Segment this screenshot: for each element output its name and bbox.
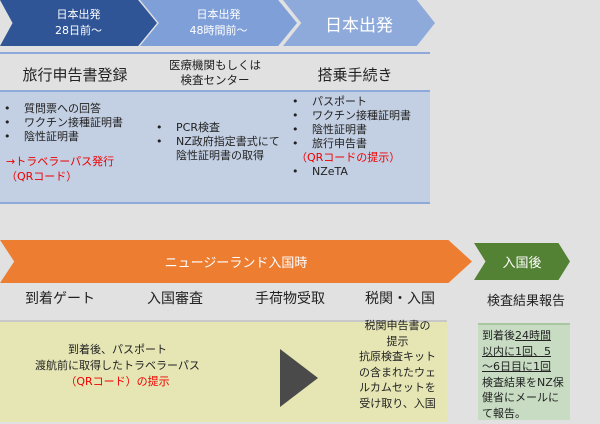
step-customs: 税関・入国 [365, 291, 435, 307]
list-item: 旅行申告書 [288, 137, 413, 151]
list-item: NZeTA [288, 165, 413, 179]
qr-presentation: （QRコード）の提示 [65, 375, 170, 388]
step-arrival-gate: 到着ゲート [25, 291, 95, 307]
departure-panel: 質問票への回答ワクチン接種証明書陰性証明書 →トラベラーパス発行 （QRコード）… [0, 90, 430, 204]
after-arrival-banner: 入国後 [474, 243, 570, 280]
step-baggage: 手荷物受取 [255, 291, 325, 307]
arrival-panel: 到着後、パスポート 渡航前に取得したトラベラーパス （QRコード）の提示 税関申… [0, 318, 447, 422]
text-underlined: ～6日目に1回 [482, 360, 551, 373]
travellers-pass-note: →トラベラーパス発行 [6, 155, 115, 168]
heading-medical: 医療機関もしくは検査センター [150, 58, 280, 88]
after-arrival-panel: 到着後24時間以内に1回、5 ～6日目に1回検査結果をNZ保健省にメールにて報告。 [478, 323, 570, 420]
heading-boarding: 搭乗手続き [317, 66, 393, 84]
step-label: 日本出発 [56, 8, 101, 21]
step-48-hours-before: 日本出発 48時間前～ [140, 0, 297, 46]
text-line: 抗原検査キット [359, 350, 436, 363]
text-underlined: 24時間 [515, 329, 551, 342]
qr-note: （QRコード） [6, 170, 78, 183]
list-item: 陰性証明書 [0, 130, 145, 144]
list-item: ワクチン接種証明書 [0, 116, 145, 130]
text-line: の含まれたウェ [359, 365, 436, 379]
text-line: 提示 [386, 334, 409, 348]
step-28-days-before: 日本出発 28日前～ [0, 0, 157, 46]
step-sub: 48時間前～ [189, 24, 248, 37]
heading-line: 医療機関もしくは [169, 58, 261, 72]
divider [0, 52, 430, 54]
col-travel-declaration: 質問票への回答ワクチン接種証明書陰性証明書 →トラベラーパス発行 （QRコード） [0, 102, 145, 184]
step-label: 日本出発 [196, 8, 241, 21]
play-arrow-icon [280, 349, 318, 407]
arrival-text: 到着後、パスポート 渡航前に取得したトラベラーパス （QRコード）の提示 [10, 342, 225, 389]
text-line: 受け取り、入国 [359, 396, 436, 410]
list-item: NZ政府指定書式にて陰性証明書の取得 [152, 135, 282, 163]
qr-note: （QRコードの提示） [296, 151, 401, 164]
customs-text: 税関申告書の提示抗原検査キットの含まれたウェルカムセットを受け取り、入国 [350, 318, 445, 411]
text-underlined: 以内に1回、5 [482, 344, 551, 358]
heading-line: 検査センター [180, 73, 250, 87]
text-line: 到着後、パスポート [68, 343, 167, 356]
step-departure: 日本出発 [283, 0, 435, 46]
text: 到着後 [482, 329, 515, 342]
list-item: 質問票への回答 [0, 102, 145, 116]
col-medical: PCR検査NZ政府指定書式にて陰性証明書の取得 [152, 121, 282, 163]
col-boarding: パスポートワクチン接種証明書陰性証明書旅行申告書 （QRコードの提示） NZeT… [288, 95, 413, 179]
text: 検査結果をNZ保健省にメールにて報告。 [482, 375, 564, 420]
list-item: 陰性証明書 [288, 123, 413, 137]
step-immigration: 入国審査 [147, 291, 203, 307]
arrival-banner: ニュージーランド入国時 [0, 240, 472, 283]
heading-test-report: 検査結果報告 [486, 294, 565, 309]
text-line: 渡航前に取得したトラベラーパス [35, 359, 200, 372]
text-line: ルカムセットを [359, 381, 436, 394]
list-item: ワクチン接種証明書 [288, 109, 413, 123]
step-label: 日本出発 [325, 15, 393, 36]
step-sub: 28日前～ [55, 24, 102, 37]
list-item: パスポート [288, 95, 413, 109]
text-line: 税関申告書の [364, 319, 431, 332]
list-item: PCR検査 [152, 121, 282, 135]
heading-travel-declaration: 旅行申告書登録 [22, 66, 128, 84]
